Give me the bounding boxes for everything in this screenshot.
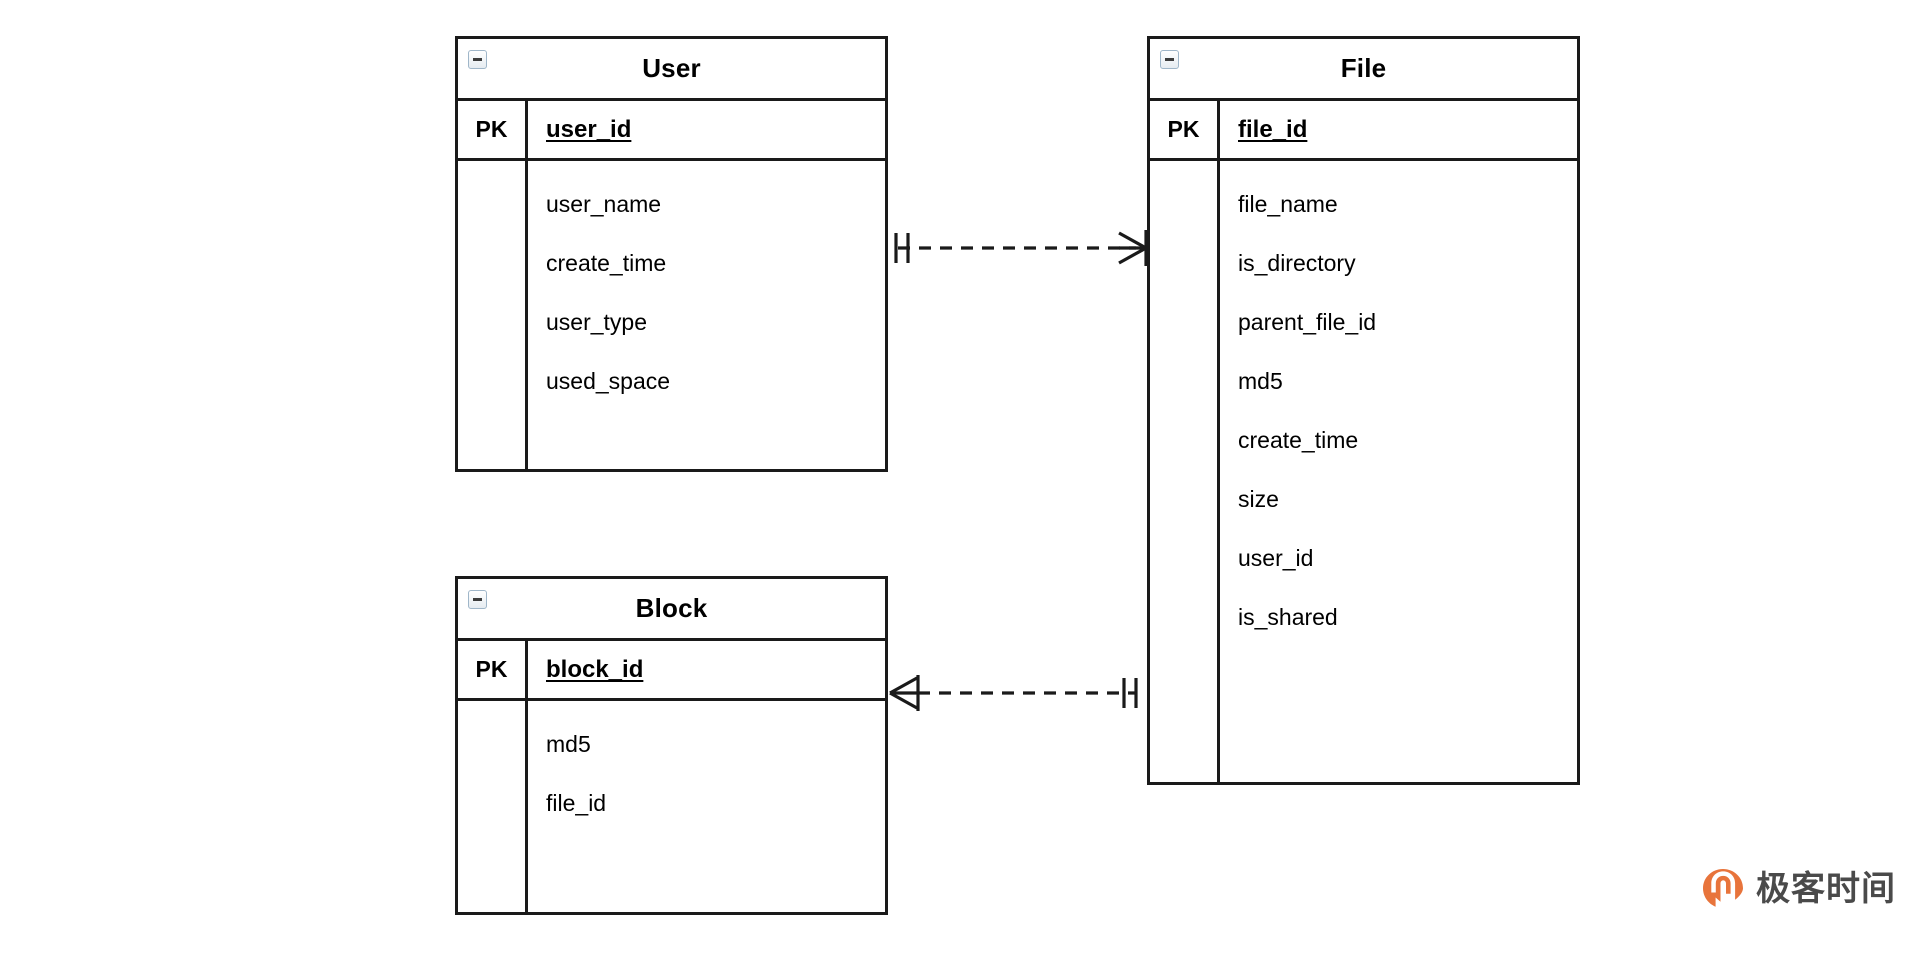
- entity-block[interactable]: Block PK block_id md5 file_id: [455, 576, 888, 915]
- crowsfoot-prong-bottom: [1118, 246, 1147, 265]
- pk-badge: PK: [458, 101, 528, 158]
- attribute-item: file_id: [546, 790, 607, 816]
- geektime-logo-icon: [1700, 866, 1746, 912]
- pk-badge: PK: [458, 641, 528, 698]
- entity-block-attributes: md5 file_id: [458, 701, 885, 912]
- crowsfoot-prong-top-2: [889, 676, 918, 695]
- attribute-item: is_shared: [1238, 604, 1338, 630]
- entity-file-attributes: file_name is_directory parent_file_id md…: [1150, 161, 1577, 782]
- attribute-item: used_space: [546, 368, 671, 394]
- entity-user[interactable]: User PK user_id user_name create_time us…: [455, 36, 888, 472]
- attribute-gutter: [458, 161, 528, 469]
- attribute-item: is_directory: [1238, 250, 1356, 276]
- attribute-gutter: [1150, 161, 1220, 782]
- attribute-item: parent_file_id: [1238, 309, 1377, 335]
- relationship-block-file: [889, 675, 1138, 711]
- attribute-list: file_name is_directory parent_file_id md…: [1220, 161, 1577, 782]
- entity-user-attributes: user_name create_time user_type used_spa…: [458, 161, 885, 469]
- crowsfoot-prong-top: [1118, 231, 1147, 250]
- watermark-text: 极客时间: [1756, 870, 1896, 908]
- attribute-list: md5 file_id: [528, 701, 885, 912]
- minus-box-icon[interactable]: [1160, 50, 1179, 69]
- watermark: 极客时间: [1700, 866, 1896, 912]
- entity-user-header: User: [458, 39, 885, 101]
- attribute-item: user_id: [1238, 545, 1314, 571]
- crowsfoot-prong-bottom-2: [889, 691, 918, 710]
- entity-file[interactable]: File PK file_id file_name is_directory p…: [1147, 36, 1580, 785]
- attribute-item: md5: [546, 731, 591, 757]
- minus-box-icon[interactable]: [468, 590, 487, 609]
- attribute-item: user_type: [546, 309, 648, 335]
- attribute-item: size: [1238, 486, 1279, 512]
- entity-user-pk-row: PK user_id: [458, 101, 885, 161]
- attribute-item: md5: [1238, 368, 1283, 394]
- entity-block-title: Block: [635, 593, 708, 623]
- attribute-item: create_time: [546, 250, 667, 276]
- entity-file-pk-row: PK file_id: [1150, 101, 1577, 161]
- minus-box-icon[interactable]: [468, 50, 487, 69]
- entity-block-pk-row: PK block_id: [458, 641, 885, 701]
- entity-file-title: File: [1340, 53, 1387, 83]
- attribute-item: file_name: [1238, 191, 1338, 217]
- attribute-list: user_name create_time user_type used_spa…: [528, 161, 885, 469]
- entity-user-title: User: [642, 53, 701, 83]
- attribute-gutter: [458, 701, 528, 912]
- attribute-item: user_name: [546, 191, 662, 217]
- entity-block-header: Block: [458, 579, 885, 641]
- entity-file-header: File: [1150, 39, 1577, 101]
- entity-file-primary-key: file_id: [1238, 115, 1308, 143]
- pk-badge: PK: [1150, 101, 1220, 158]
- attribute-item: create_time: [1238, 427, 1359, 453]
- entity-block-primary-key: block_id: [546, 655, 644, 683]
- entity-user-primary-key: user_id: [546, 115, 632, 143]
- relationship-user-file: [894, 230, 1148, 266]
